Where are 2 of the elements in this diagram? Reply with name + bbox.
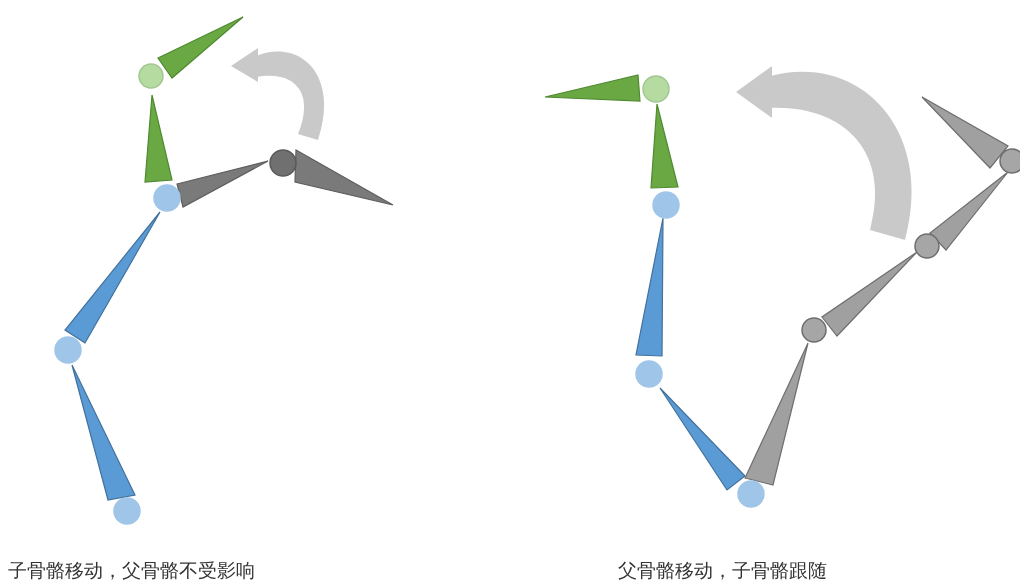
caption: 父骨骼移动，子骨骼跟随 bbox=[618, 558, 827, 583]
caption: 子骨骼移动，父骨骼不受影响 bbox=[8, 558, 255, 583]
